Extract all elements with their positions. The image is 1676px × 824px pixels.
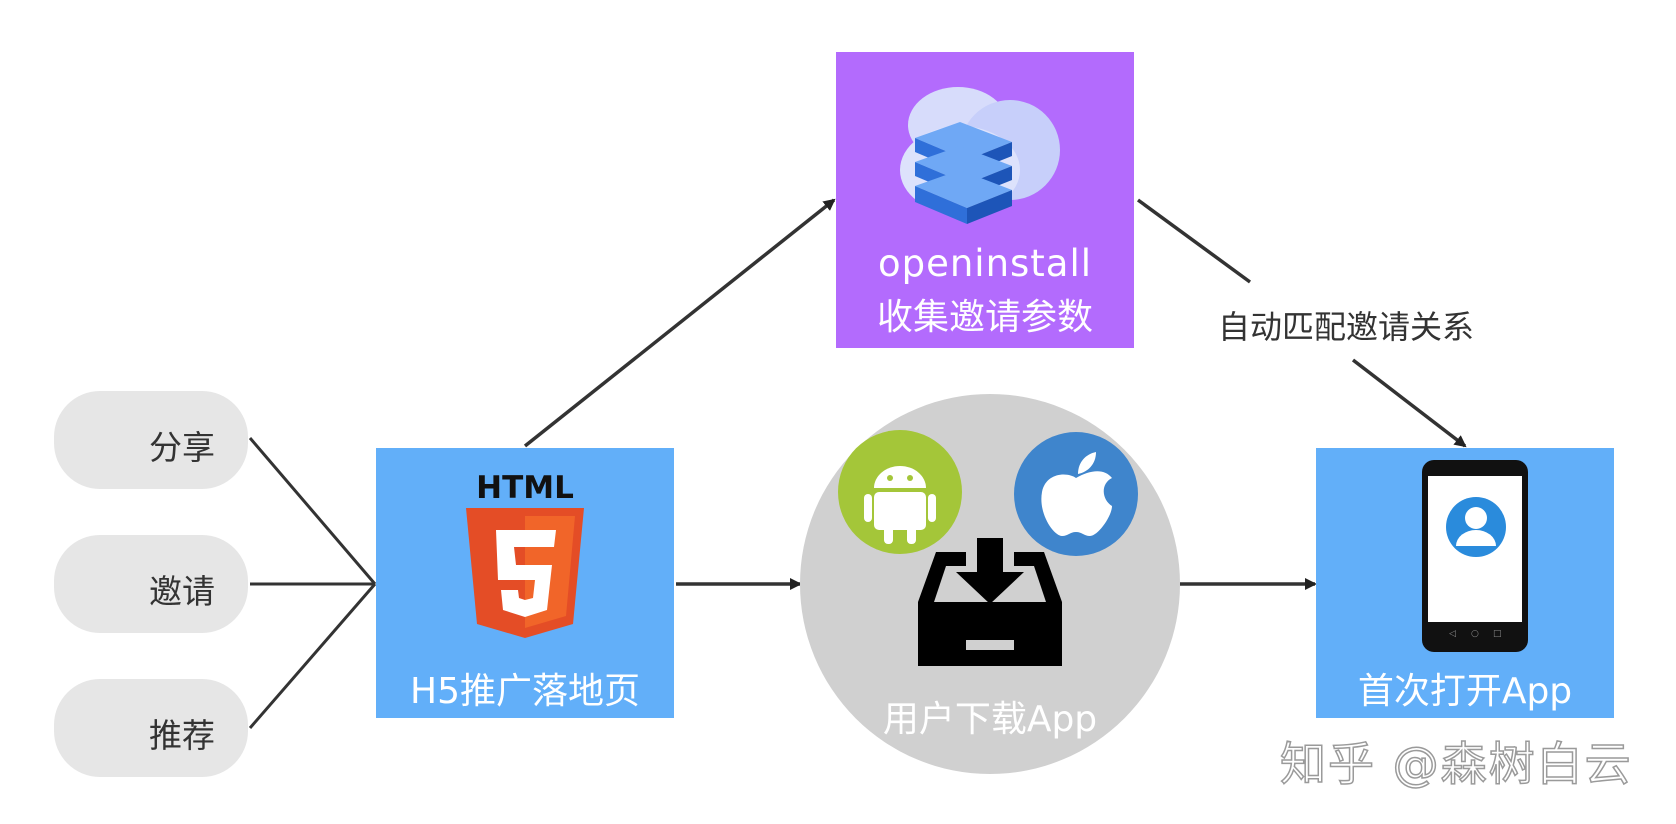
arrow-landing-to-openinstall [523,198,836,448]
openinstall-title: openinstall [877,242,1093,285]
openinstall-subtitle: 收集邀请参数 [876,297,1093,338]
source-pill-label: 邀请 [149,572,215,611]
source-pill-share[interactable]: 分享 [54,391,248,489]
openinstall-node: openinstall 收集邀请参数 [836,52,1134,348]
match-caption: 自动匹配邀请关系 [1218,308,1475,346]
source-pill-label: 分享 [149,428,215,467]
source-pill-label: 推荐 [149,716,215,755]
android-icon [838,430,962,554]
arrow-caption-to-openapp [1351,358,1467,448]
download-tray-icon [918,538,1062,666]
phone-user-icon: ◁ ○ □ [1422,460,1528,652]
html5-logo-text: HTML [476,470,574,506]
svg-text:□: □ [1493,629,1502,639]
cloud-server-icon [900,87,1060,224]
source-pill-recommend[interactable]: 推荐 [54,679,248,777]
openapp-node: 首次打开App [1316,448,1614,718]
openapp-label: 首次打开App [1357,671,1573,712]
html5-icon: HTML [466,470,584,638]
svg-text:○: ○ [1471,629,1479,639]
line-openinstall-to-caption [1136,198,1252,284]
source-pill-invite[interactable]: 邀请 [54,535,248,633]
svg-text:◁: ◁ [1449,629,1456,639]
download-label: 用户下载App [882,699,1098,740]
connector-recommend-to-landing [248,583,377,729]
landing-node: H5推广落地页 [376,448,674,718]
download-node: 用户下载App [800,690,1180,740]
apple-icon [1014,432,1138,556]
landing-label: H5推广落地页 [410,671,640,712]
connector-share-to-landing [248,437,377,585]
watermark: 知乎 @森树白云 [1279,736,1633,792]
